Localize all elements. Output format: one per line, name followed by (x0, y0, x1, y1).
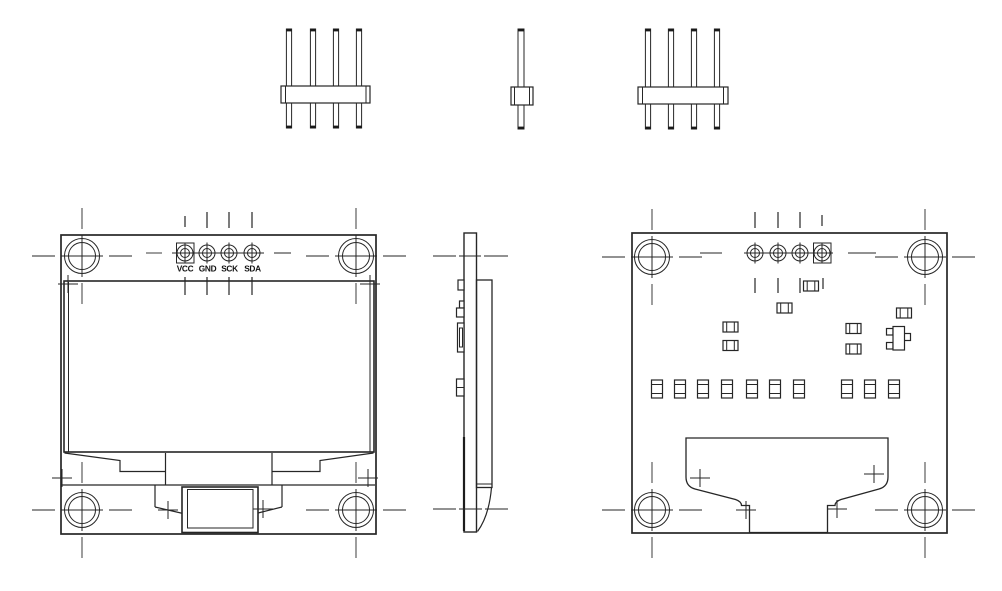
smd-resistor (845, 343, 862, 355)
pcb-outline (60, 234, 377, 535)
smd-resistor (895, 307, 913, 319)
smd-capacitor (673, 379, 687, 399)
smd-capacitor (768, 379, 782, 399)
smd-components (650, 280, 913, 399)
header-pins (285, 28, 363, 129)
smd-capacitor (745, 379, 759, 399)
header-body (637, 86, 729, 105)
side-components (455, 279, 465, 397)
pin-row: VCC GND SCK SDA (146, 212, 291, 295)
pcb-edge (463, 232, 478, 533)
pin-header-side-view (510, 28, 534, 130)
smd-capacitor (863, 379, 877, 399)
smd-resistor (802, 280, 820, 292)
sot23-transistor (885, 325, 912, 351)
pin-label-gnd: GND (199, 264, 217, 274)
display-glass (51, 274, 381, 488)
glass-edge (475, 279, 493, 489)
smd-resistor (776, 302, 793, 314)
smd-capacitor (650, 379, 664, 399)
pin-header-front-view (280, 28, 371, 129)
header-pins (644, 28, 721, 130)
smd-capacitor (792, 379, 806, 399)
flex-connector (685, 437, 889, 534)
pin-row (700, 212, 876, 293)
smd-capacitor (720, 379, 734, 399)
smd-resistor (845, 322, 862, 335)
smd-capacitor (887, 379, 901, 399)
side-centerlines (433, 255, 508, 510)
module-front-view: VCC GND SCK SDA (31, 207, 407, 559)
header-body (280, 85, 371, 104)
pin-label-sck: SCK (221, 264, 238, 274)
smd-resistor (722, 321, 739, 333)
smd-resistor (722, 339, 739, 352)
header-body (510, 86, 534, 106)
header-pin (517, 28, 525, 130)
flex-connector (154, 485, 283, 534)
smd-capacitor (696, 379, 710, 399)
module-side-view (433, 232, 508, 533)
pin-header-back-view (637, 28, 729, 130)
module-back-view (601, 208, 976, 559)
bezel-steps (62, 452, 375, 486)
pin-label-sda: SDA (244, 264, 261, 274)
smd-capacitor (840, 379, 854, 399)
pin-label-vcc: VCC (177, 264, 194, 274)
flex-bend (477, 487, 493, 532)
